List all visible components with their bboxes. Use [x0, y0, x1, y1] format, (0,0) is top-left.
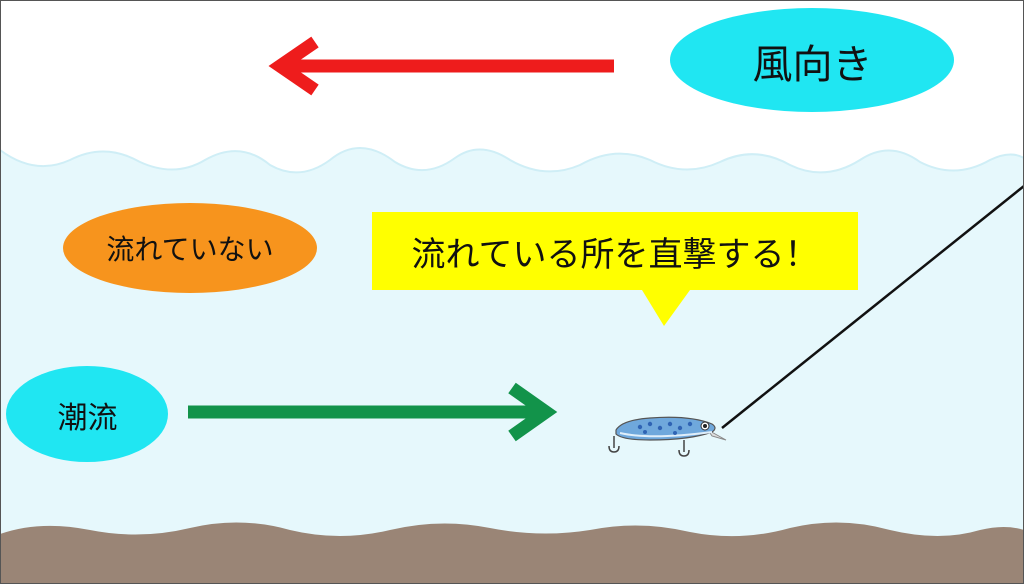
not-flowing-label: 流れていない — [106, 233, 274, 266]
tidal-current-label: 潮流 — [57, 400, 118, 436]
water-surface-line — [0, 147, 1024, 174]
fishing-line — [721, 185, 1024, 429]
seabed — [0, 522, 1024, 584]
wind-arrow — [268, 36, 614, 96]
not-flowing-oval — [63, 203, 317, 293]
wind-direction-oval — [670, 8, 954, 112]
callout-bubble — [372, 212, 858, 326]
callout-text: 流れている所を直撃する！ — [411, 234, 819, 275]
wind-direction-label: 風向き — [752, 41, 873, 88]
fishing-lure-icon — [615, 416, 727, 441]
treble-hook-icon — [608, 436, 690, 457]
current-arrow — [188, 382, 558, 442]
tidal-current-oval — [6, 366, 168, 462]
